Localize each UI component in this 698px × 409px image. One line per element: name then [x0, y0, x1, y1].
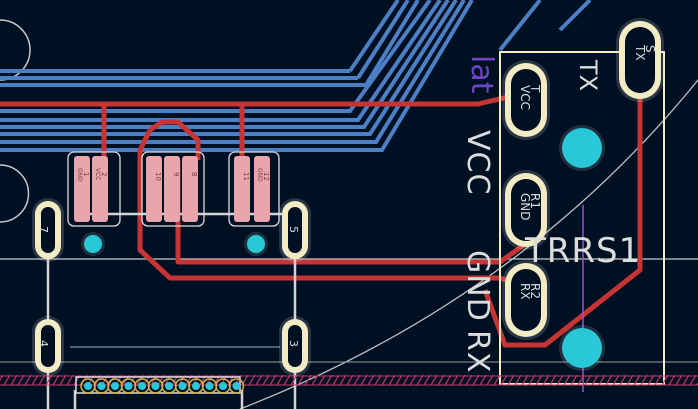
smd-pad-number: 10: [154, 172, 162, 181]
smd-pad-net: VCC: [94, 168, 101, 180]
purple-text: lat: [464, 55, 499, 94]
smd-pad-number: 11: [242, 172, 250, 181]
small-via: [205, 382, 214, 390]
edge-arc-mid: [0, 164, 30, 223]
small-via: [178, 382, 187, 390]
small-via: [219, 382, 227, 390]
small-via: [165, 382, 173, 390]
via-group: [81, 125, 605, 371]
pad-label-tx: TX: [633, 44, 647, 61]
via: [247, 235, 265, 253]
smd-pad: [164, 156, 180, 222]
smd-pad-number: 9: [172, 172, 180, 176]
silk-label-tx: TX: [574, 59, 602, 91]
trrs1-outline: [499, 51, 665, 385]
smd-pad: [234, 156, 250, 222]
bottom-via-row: [75, 376, 245, 394]
silk-label-vcc: VCC: [460, 130, 495, 195]
pad-label-r2: R2: [528, 283, 542, 299]
back-copper-bus: [0, 0, 592, 152]
pad-label-t: T: [528, 84, 542, 93]
pad-label-left-lower: 4: [37, 340, 50, 347]
smd-pad: [74, 156, 90, 222]
back-copper-left: [0, 69, 366, 87]
smd-pad: [182, 156, 198, 222]
pad-label-vcc: VCC: [518, 85, 532, 110]
designator-trrs1: TRRS1: [524, 231, 641, 271]
smd-pad-number: 2: [100, 172, 108, 176]
small-via: [111, 382, 119, 390]
smd-pad-number: 12: [262, 172, 270, 181]
pad-label-left-upper: 7: [37, 226, 50, 233]
smd-pad-number: 8: [190, 172, 198, 176]
smd-pad-number: 1: [82, 172, 90, 176]
silk-label-rx: RX: [460, 330, 495, 373]
smd-pad: [146, 156, 162, 222]
small-via: [97, 382, 106, 390]
small-via: [151, 382, 160, 390]
smd-pad-net: GND: [256, 168, 263, 182]
smd-pad-net: GND: [76, 168, 83, 182]
small-via: [124, 382, 133, 390]
smd-pad: [254, 156, 270, 222]
pad-label-gnd: GND: [518, 193, 532, 221]
pad-label-right-upper: 5: [287, 226, 300, 233]
pad-label-rx: RX: [518, 283, 532, 300]
silk-label-gnd: GND: [460, 250, 495, 322]
smd-pad: [92, 156, 108, 222]
small-via: [192, 382, 200, 390]
small-via: [232, 382, 241, 390]
via: [84, 235, 102, 253]
via: [562, 128, 602, 168]
pad-label-right-lower: 3: [287, 340, 300, 347]
small-via: [84, 382, 92, 390]
tht-pad-group: [32, 18, 664, 376]
pad-label-r1: R1: [528, 193, 542, 209]
pad-label-s: S: [643, 45, 657, 53]
via: [562, 328, 602, 368]
small-via: [138, 382, 146, 390]
